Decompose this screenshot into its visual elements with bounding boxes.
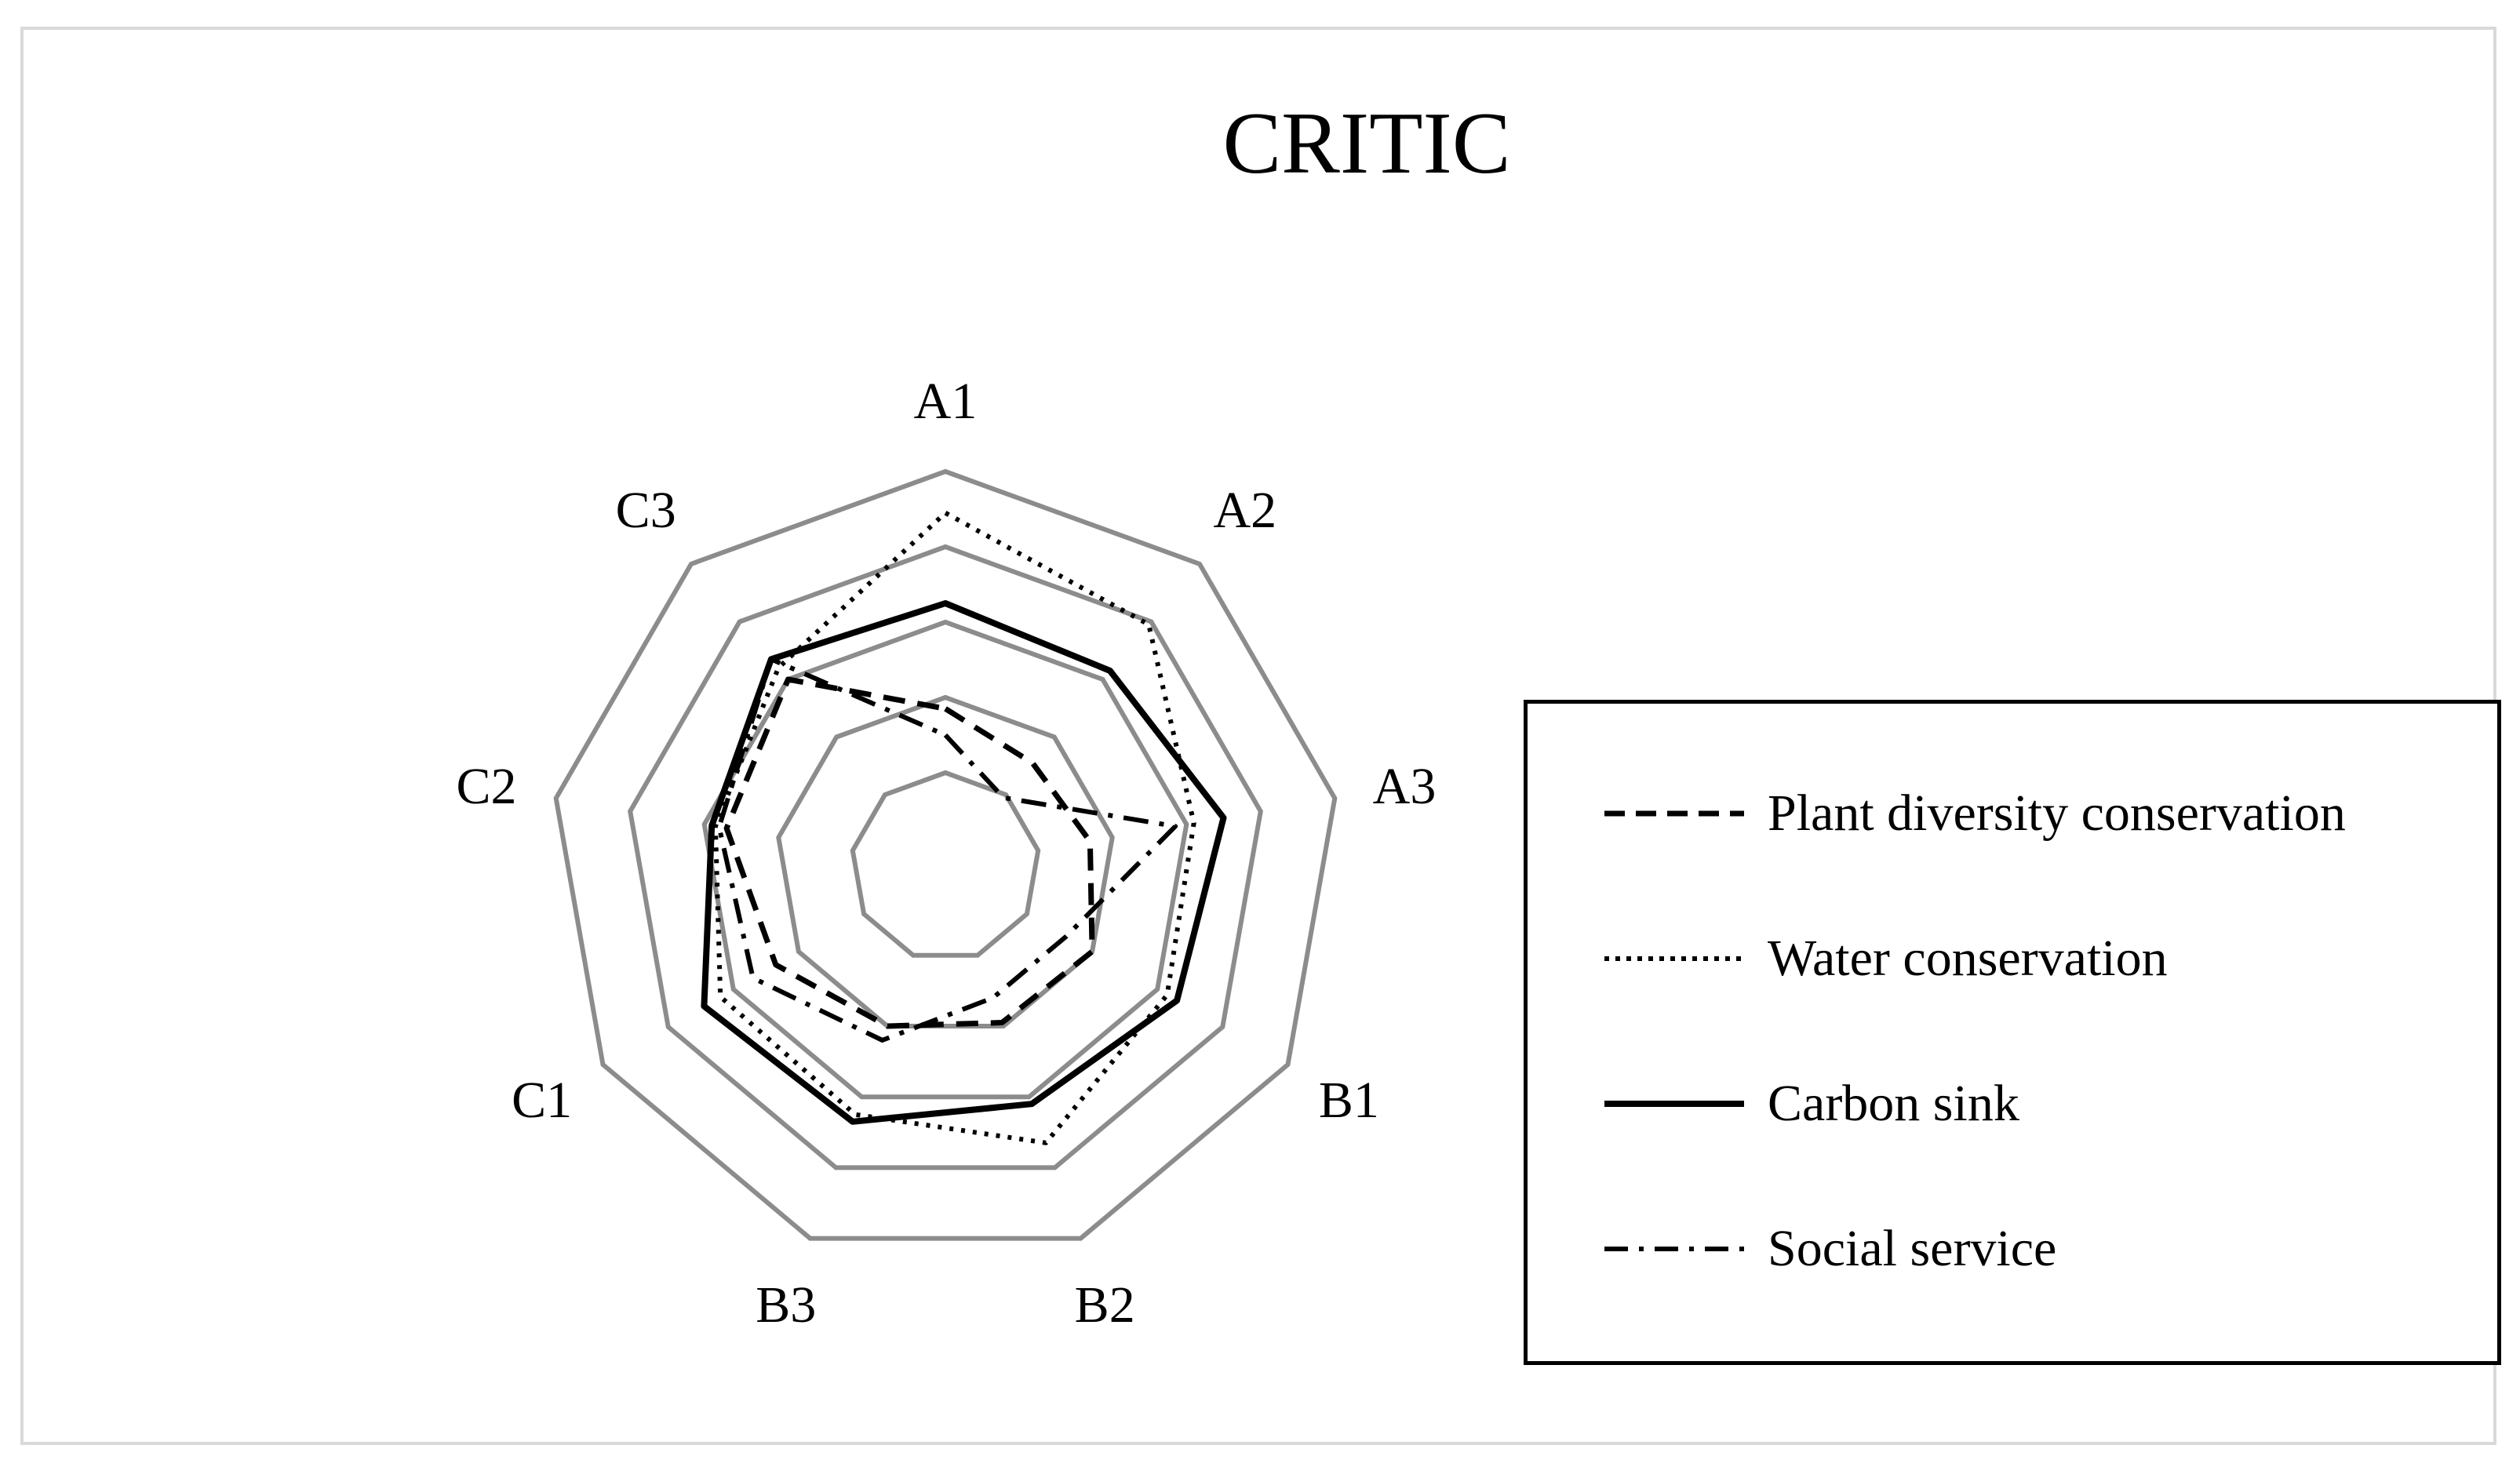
radar-grid	[553, 468, 1338, 1241]
legend: Plant diversity conservation Water conse…	[1524, 700, 2501, 1365]
legend-swatch-dashdot	[1604, 1247, 1744, 1251]
axis-label-c2: C2	[456, 758, 516, 815]
legend-item-plant-diversity: Plant diversity conservation	[1604, 782, 2346, 845]
legend-swatch-dashed	[1604, 810, 1744, 817]
legend-label: Water conservation	[1768, 930, 2168, 987]
axis-label-b1: B1	[1319, 1072, 1379, 1129]
grid-ring-3	[701, 619, 1189, 1100]
legend-label: Carbon sink	[1768, 1075, 2019, 1132]
axis-label-c1: C1	[512, 1072, 572, 1129]
radar-series	[701, 510, 1227, 1145]
series-line-dashed	[723, 676, 1095, 1029]
legend-item-water-conservation: Water conservation	[1604, 927, 2168, 990]
series-line-solid	[701, 600, 1227, 1125]
series-line-dashdot	[716, 657, 1178, 1043]
axis-label-a2: A2	[1213, 482, 1276, 539]
chart-title: CRITIC	[1222, 95, 1510, 192]
legend-item-social-service: Social service	[1604, 1218, 2056, 1280]
axis-label-a3: A3	[1373, 758, 1437, 815]
legend-swatch-solid	[1604, 1101, 1744, 1107]
axis-label-c3: C3	[616, 482, 676, 539]
axis-label-b2: B2	[1075, 1276, 1135, 1334]
legend-swatch-dotted	[1604, 956, 1744, 961]
axis-label-a1: A1	[914, 373, 978, 430]
legend-label: Plant diversity conservation	[1768, 784, 2346, 842]
grid-ring-4	[628, 544, 1263, 1170]
grid-ring-2	[776, 694, 1115, 1028]
series-line-dotted	[712, 510, 1196, 1145]
legend-item-carbon-sink: Carbon sink	[1604, 1072, 2019, 1135]
legend-label: Social service	[1768, 1220, 2057, 1277]
grid-ring-1	[850, 770, 1041, 958]
grid-ring-5	[553, 468, 1338, 1241]
axis-label-b3: B3	[756, 1276, 816, 1334]
